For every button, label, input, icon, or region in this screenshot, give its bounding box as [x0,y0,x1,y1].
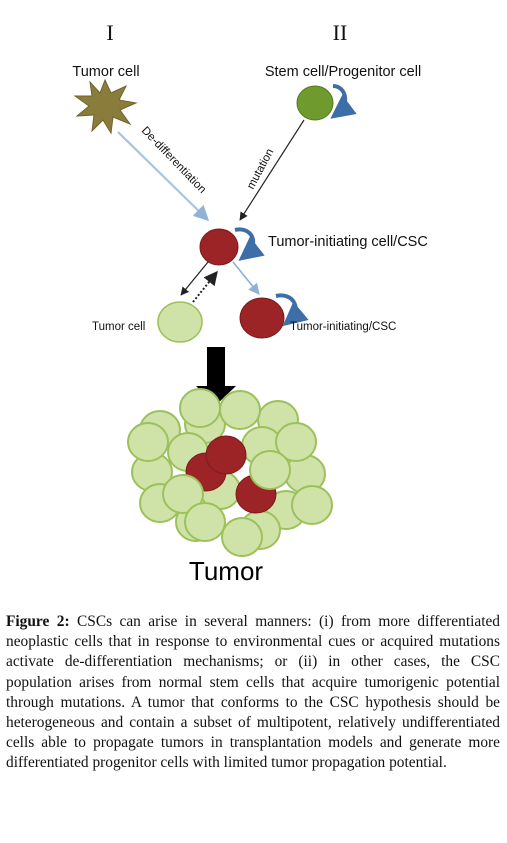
tumor-cell-star-icon [73,78,138,135]
tumor-mass-cell [162,474,204,514]
differentiation-arrow [180,261,209,296]
mutation-label: mutation [245,147,276,192]
tumor-label: Tumor [189,556,263,586]
csc-origin-diagram: I II Tumor cell Stem cell/Progenitor cel… [72,20,428,586]
tumor-mass-cell [249,450,291,490]
tumor-mass-cell [291,485,333,525]
csc-cell-icon [199,228,239,266]
tumor-mass-cell [179,388,221,428]
mutation-arrow [239,119,305,221]
tumor-mass-cell [184,502,226,542]
stem-cell-icon [296,85,334,121]
csc-self-renewal-arrow [234,227,265,261]
tumor-mass-cell [221,517,263,557]
tumor-mass [127,388,333,557]
tumor-cell-label-top: Tumor cell [72,64,139,80]
differentiated-tumor-cell-icon [157,301,203,343]
tumor-mass-cell [275,422,317,462]
dedifferentiation-arrow [117,131,210,222]
csc-progeny-self-renewal-arrow [275,293,309,327]
tumor-mass-cell [127,422,169,462]
self-renewal-division-arrow [232,261,260,295]
tumor-cell-label-bottom: Tumor cell [92,321,145,333]
tumor-mass-csc [205,435,247,475]
figure-caption-text: CSCs can arise in several manners: (i) f… [6,613,501,772]
tumor-mass-cell [219,390,261,430]
column-heading-i: I [106,20,113,45]
csc-label: Tumor-initiating cell/CSC [268,234,428,250]
csc-progeny-label: Tumor-initiating/CSC [290,321,396,333]
figure-caption-label: Figure 2: [6,613,70,630]
reversion-dotted-arrow [192,270,218,303]
stem-cell-self-renewal-arrow [330,84,357,119]
stem-cell-label: Stem cell/Progenitor cell [265,64,421,80]
column-heading-ii: II [333,20,348,45]
figure-caption: Figure 2: CSCs can arise in several mann… [6,612,500,774]
csc-progeny-cell-icon [239,297,285,339]
